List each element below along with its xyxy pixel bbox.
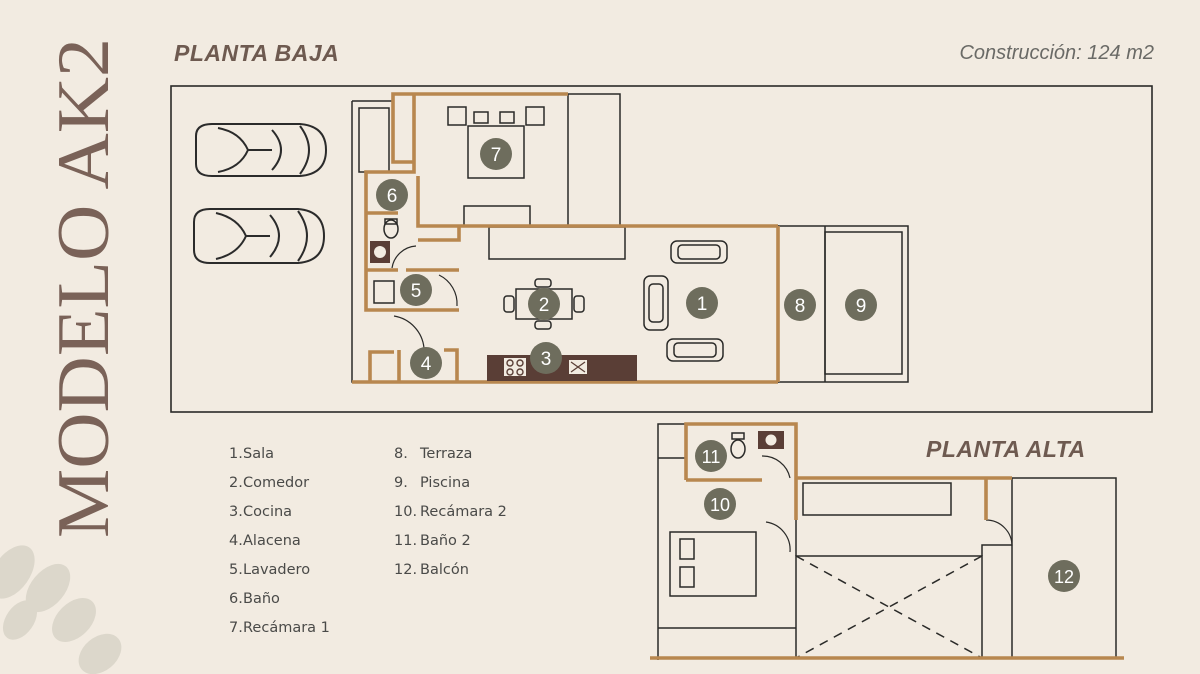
model-title-text: MODELO AK2 xyxy=(43,38,124,538)
legend-item: 7.Recámara 1 xyxy=(229,620,330,636)
legend-item: 5.Lavadero xyxy=(229,562,311,578)
room-marker: 12 xyxy=(1048,560,1080,592)
stove-icon xyxy=(504,358,526,376)
room-marker: 8 xyxy=(784,289,816,321)
room-marker: 3 xyxy=(530,342,562,374)
svg-text:2: 2 xyxy=(539,295,550,316)
room-marker: 9 xyxy=(845,289,877,321)
room-legend: 1.Sala 2.Comedor 3.Cocina 4.Alacena 5.La… xyxy=(229,444,330,647)
legend-item: 3.Cocina xyxy=(229,504,293,520)
svg-text:12: 12 xyxy=(1054,567,1074,587)
model-title: MODELO AK2 xyxy=(43,38,124,538)
room-marker: 5 xyxy=(400,274,432,306)
room-legend: 8.Terraza 9.Piscina 10.Recámara 2 11.Bañ… xyxy=(394,444,507,589)
legend-item: 8.Terraza xyxy=(394,446,473,462)
ground-floor-plan: 1 2 3 4 5 6 7 8 9 xyxy=(170,85,1153,413)
room-marker: 1 xyxy=(686,287,718,319)
svg-text:6: 6 xyxy=(387,186,398,207)
toilet-icon xyxy=(730,439,746,459)
svg-text:8: 8 xyxy=(795,296,806,317)
upper-floor-plan: 10 11 12 xyxy=(650,422,1124,660)
toilet-icon xyxy=(383,219,399,239)
legend-item: 6.Baño xyxy=(229,591,280,607)
bed-icon xyxy=(467,125,525,179)
sofa-icon xyxy=(670,240,728,264)
car-icon xyxy=(195,123,328,177)
construction-area: Construcción: 124 m2 xyxy=(959,42,1154,64)
room-marker: 11 xyxy=(695,440,727,472)
svg-text:7: 7 xyxy=(491,145,502,166)
legend-item: 9.Piscina xyxy=(394,475,471,491)
svg-text:4: 4 xyxy=(421,354,432,375)
stairs xyxy=(802,482,952,516)
upper-floor-heading: PLANTA ALTA xyxy=(926,436,1086,462)
legend-item: 1.Sala xyxy=(229,446,275,462)
stairs xyxy=(488,226,626,260)
armchair-icon xyxy=(643,275,669,331)
legend-item: 12.Balcón xyxy=(394,562,469,578)
car-icon xyxy=(193,208,326,264)
room-marker: 7 xyxy=(480,138,512,170)
ground-floor-heading: PLANTA BAJA xyxy=(174,40,340,66)
svg-text:5: 5 xyxy=(411,281,422,302)
bed-icon xyxy=(669,531,757,597)
sofa-icon xyxy=(666,338,724,362)
room-marker: 2 xyxy=(528,288,560,320)
svg-text:11: 11 xyxy=(702,447,721,467)
legend-item: 11.Baño 2 xyxy=(394,533,471,549)
svg-text:1: 1 xyxy=(697,294,708,315)
room-marker: 6 xyxy=(376,179,408,211)
svg-text:9: 9 xyxy=(856,296,867,317)
room-marker: 10 xyxy=(704,488,736,520)
svg-text:3: 3 xyxy=(541,349,552,370)
room-marker: 4 xyxy=(410,347,442,379)
legend-item: 10.Recámara 2 xyxy=(394,504,507,520)
decorative-stones xyxy=(0,545,122,674)
legend-item: 2.Comedor xyxy=(229,475,310,491)
legend-item: 4.Alacena xyxy=(229,533,301,549)
lot-boundary xyxy=(170,85,1153,413)
svg-text:10: 10 xyxy=(710,495,730,515)
